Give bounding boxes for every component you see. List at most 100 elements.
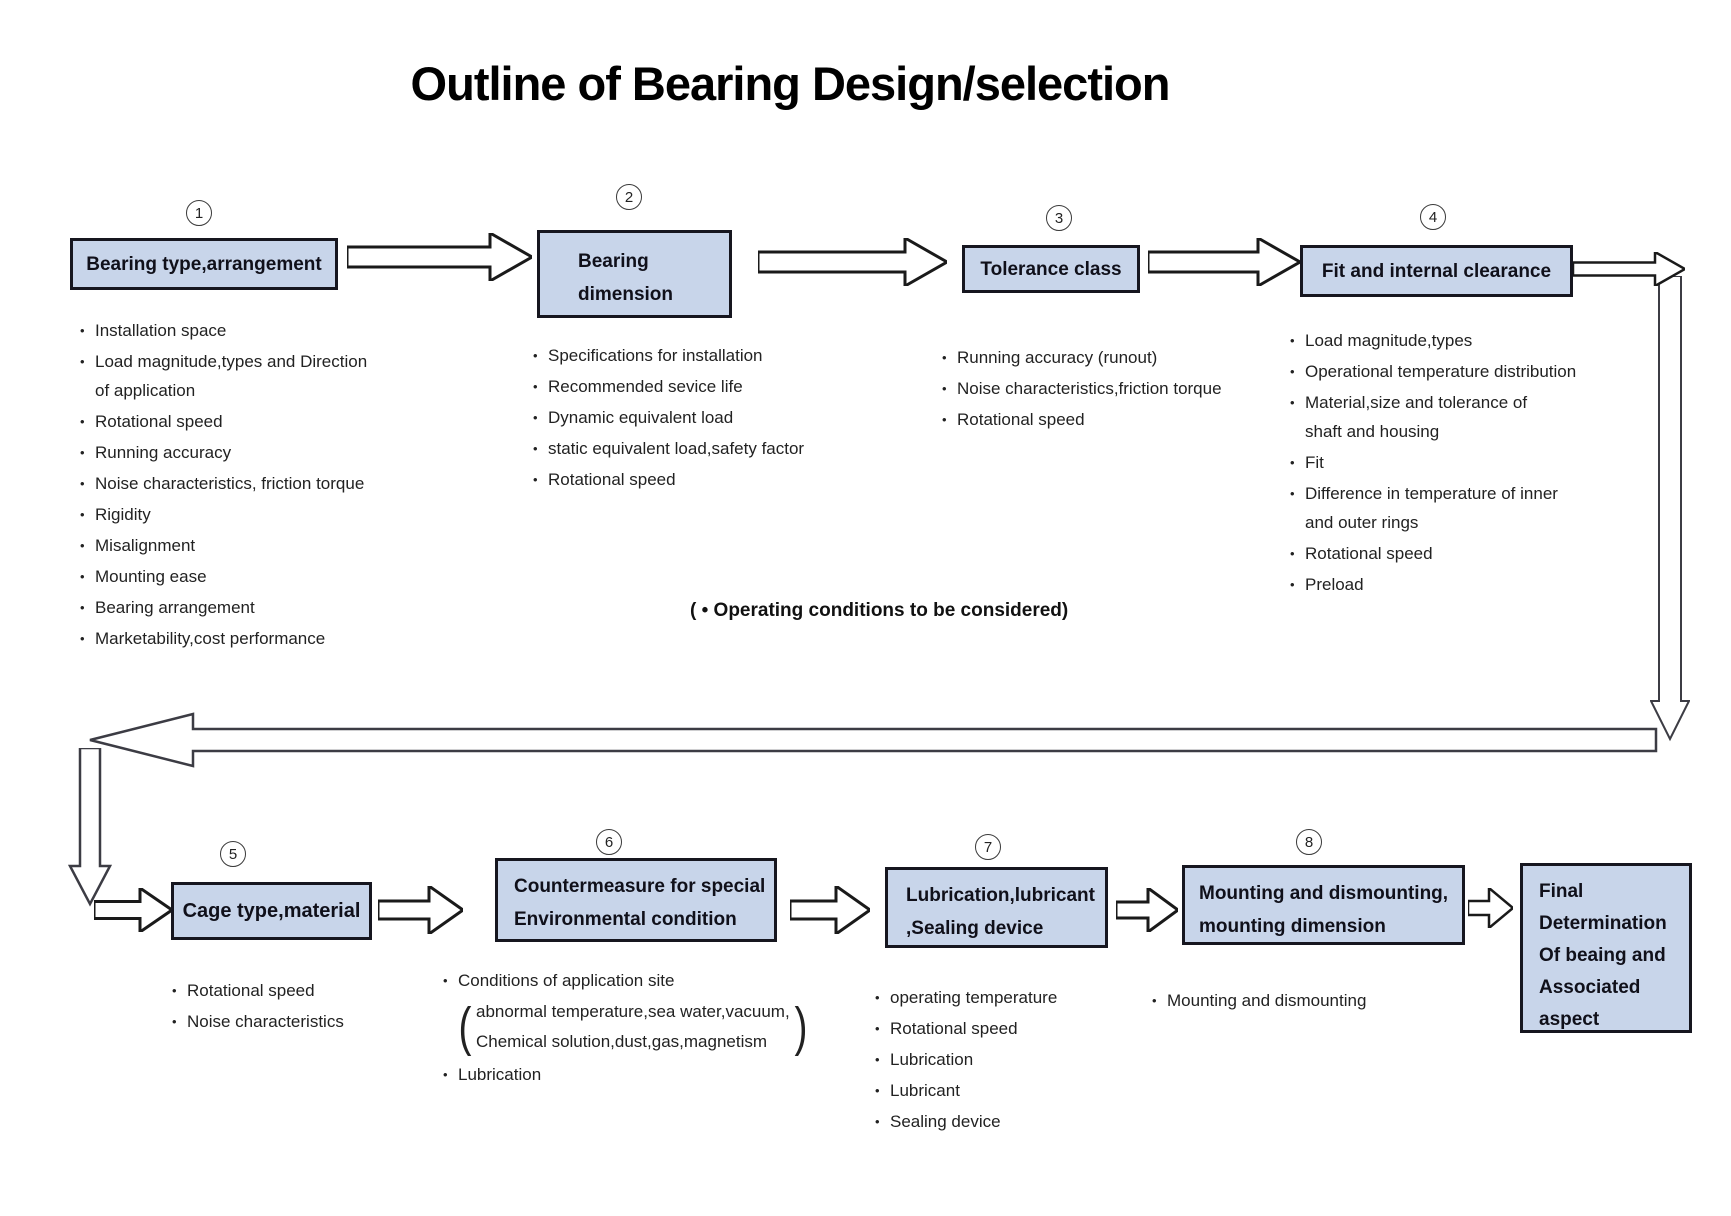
list-item: •Rotational speed bbox=[875, 1014, 1145, 1043]
bullet-icon: • bbox=[80, 600, 85, 615]
bullet-icon: • bbox=[533, 348, 538, 363]
list-item: •Material,size and tolerance of shaft an… bbox=[1290, 388, 1625, 446]
list-item: •Misalignment bbox=[80, 531, 435, 560]
bullet-icon: • bbox=[875, 990, 880, 1005]
list-item: •Operational temperature distribution bbox=[1290, 357, 1625, 386]
final-box-line3: Of beaing and bbox=[1539, 945, 1666, 966]
operating-conditions-note: ( • Operating conditions to be considere… bbox=[690, 600, 1069, 621]
final-box-line1: Final bbox=[1539, 881, 1584, 902]
list-item: •Sealing device bbox=[875, 1107, 1145, 1136]
bullet-icon: • bbox=[80, 538, 85, 553]
step-6-label-line1: Countermeasure for special bbox=[514, 876, 766, 897]
arrow-step8-final bbox=[1468, 888, 1513, 928]
bullet-icon: • bbox=[942, 381, 947, 396]
list-item: •Lubrication bbox=[875, 1045, 1145, 1074]
step-4-box: Fit and internal clearance bbox=[1300, 245, 1573, 297]
step-5-considerations: •Rotational speed •Noise characteristics bbox=[172, 976, 432, 1038]
list-item: •Marketability,cost performance bbox=[80, 624, 435, 653]
step-3-box: Tolerance class bbox=[962, 245, 1140, 293]
bullet-icon: • bbox=[172, 1014, 177, 1029]
bullet-icon: • bbox=[1290, 546, 1295, 561]
list-item: •Recommended sevice life bbox=[533, 372, 863, 401]
step-5-box: Cage type,material bbox=[171, 882, 372, 940]
close-paren: ) bbox=[794, 997, 808, 1057]
step-2-box: Bearing dimension bbox=[537, 230, 732, 318]
final-box: Final Determination Of beaing and Associ… bbox=[1520, 863, 1692, 1033]
list-item: •Mounting and dismounting bbox=[1152, 986, 1472, 1015]
bullet-icon: • bbox=[443, 973, 448, 988]
list-item: •Difference in temperature of inner and … bbox=[1290, 479, 1625, 537]
step-6-label-line2: Environmental condition bbox=[514, 909, 737, 930]
application-site-conditions-group: ( abnormal temperature,sea water,vacuum,… bbox=[456, 997, 843, 1057]
bullet-icon: • bbox=[80, 445, 85, 460]
bullet-icon: • bbox=[80, 476, 85, 491]
list-item: •Running accuracy bbox=[80, 438, 435, 467]
step-3-considerations: •Running accuracy (runout) •Noise charac… bbox=[942, 343, 1282, 436]
list-item: •Fit bbox=[1290, 448, 1625, 477]
list-item: •Rigidity bbox=[80, 500, 435, 529]
bullet-icon: • bbox=[942, 412, 947, 427]
arrow-step1-step2 bbox=[347, 233, 532, 281]
bullet-icon: • bbox=[875, 1083, 880, 1098]
bullet-icon: • bbox=[443, 1067, 448, 1082]
list-item: •Load magnitude,types bbox=[1290, 326, 1625, 355]
arrow-step4-return bbox=[1573, 252, 1685, 286]
bullet-icon: • bbox=[533, 410, 538, 425]
final-box-line2: Determination bbox=[1539, 913, 1667, 934]
step-2-considerations: •Specifications for installation •Recomm… bbox=[533, 341, 863, 496]
step-2-label-line1: Bearing bbox=[578, 251, 649, 272]
step-1-considerations: •Installation space •Load magnitude,type… bbox=[80, 316, 435, 655]
bullet-icon: • bbox=[533, 472, 538, 487]
list-item: •static equivalent load,safety factor bbox=[533, 434, 863, 463]
return-arrow-left-down-segment bbox=[68, 748, 112, 907]
list-item: •Specifications for installation bbox=[533, 341, 863, 370]
list-item: •Rotational speed bbox=[533, 465, 863, 494]
bullet-icon: • bbox=[1290, 577, 1295, 592]
step-8-number: 8 bbox=[1296, 829, 1322, 855]
list-item: •Noise characteristics,friction torque bbox=[942, 374, 1282, 403]
bullet-icon: • bbox=[80, 354, 85, 369]
step-8-box: Mounting and dismounting, mounting dimen… bbox=[1182, 865, 1465, 945]
list-item: •Conditions of application site bbox=[443, 966, 843, 995]
bullet-icon: • bbox=[80, 323, 85, 338]
step-2-label-line2: dimension bbox=[578, 284, 674, 305]
step-3-number: 3 bbox=[1046, 205, 1072, 231]
bullet-icon: • bbox=[80, 569, 85, 584]
list-item: •Mounting ease bbox=[80, 562, 435, 591]
step-8-considerations: •Mounting and dismounting bbox=[1152, 986, 1472, 1017]
bullet-icon: • bbox=[1290, 486, 1295, 501]
list-item: •Dynamic equivalent load bbox=[533, 403, 863, 432]
list-item: •Running accuracy (runout) bbox=[942, 343, 1282, 372]
step-1-label: Bearing type,arrangement bbox=[86, 253, 322, 275]
step-2-number: 2 bbox=[616, 184, 642, 210]
step-1-box: Bearing type,arrangement bbox=[70, 238, 338, 290]
list-item: •Preload bbox=[1290, 570, 1625, 599]
step-8-label-line1: Mounting and dismounting, bbox=[1199, 883, 1449, 904]
arrow-step2-step3 bbox=[758, 238, 947, 286]
bullet-icon: • bbox=[1290, 333, 1295, 348]
bullet-icon: • bbox=[172, 983, 177, 998]
step-5-number: 5 bbox=[220, 841, 246, 867]
step-6-number: 6 bbox=[596, 829, 622, 855]
open-paren: ( bbox=[458, 997, 472, 1057]
arrow-return-step5 bbox=[94, 888, 172, 932]
bullet-icon: • bbox=[80, 414, 85, 429]
step-6-considerations: •Conditions of application site ( abnorm… bbox=[443, 966, 843, 1091]
step-4-label: Fit and internal clearance bbox=[1321, 260, 1552, 282]
bullet-icon: • bbox=[1290, 364, 1295, 379]
final-box-line4: Associated bbox=[1539, 977, 1641, 998]
step-1-number: 1 bbox=[186, 200, 212, 226]
list-item: •Installation space bbox=[80, 316, 435, 345]
list-item: •Lubrication bbox=[443, 1060, 843, 1089]
list-item: •Load magnitude,types and Direction of a… bbox=[80, 347, 435, 405]
list-item: •Lubricant bbox=[875, 1076, 1145, 1105]
final-box-line5: aspect bbox=[1539, 1009, 1600, 1030]
step-3-label: Tolerance class bbox=[980, 258, 1122, 280]
list-item: •Rotational speed bbox=[172, 976, 432, 1005]
list-item: •Bearing arrangement bbox=[80, 593, 435, 622]
bullet-icon: • bbox=[80, 507, 85, 522]
bullet-icon: • bbox=[942, 350, 947, 365]
step-7-considerations: •operating temperature •Rotational speed… bbox=[875, 983, 1145, 1138]
bullet-icon: • bbox=[1152, 993, 1157, 1008]
